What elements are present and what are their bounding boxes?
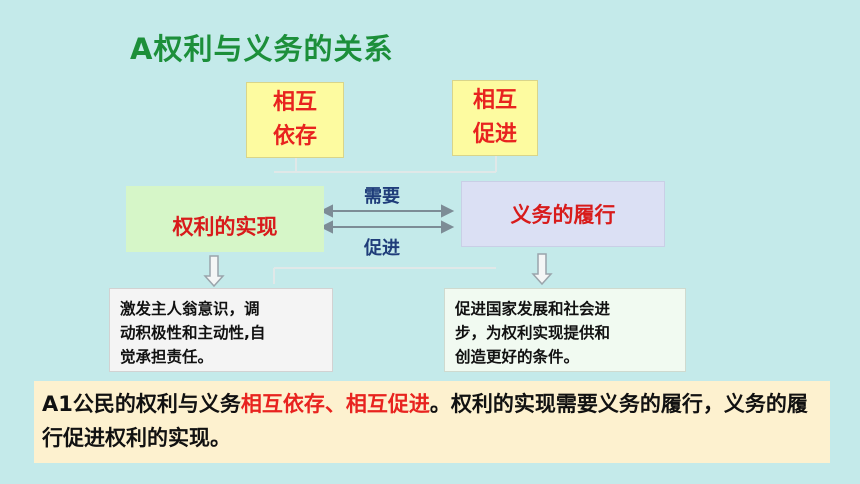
mutual-promotion-box: 相互 促进 — [452, 80, 538, 156]
conclusion-text: A1公民的权利与义务相互依存、相互促进。权利的实现需要义务的履行，义务的履行促进… — [34, 381, 830, 463]
arrow-promote-right-head — [441, 220, 455, 234]
mutual-dependence-box: 相互 依存 — [246, 82, 344, 158]
conclusion-prefix: A1公民的权利与义务 — [42, 392, 241, 416]
rights-description-line: 动积极性和主动性,自 — [120, 324, 266, 342]
arrow-need-right-head — [441, 204, 455, 218]
down-arrow-left-icon — [203, 255, 225, 288]
mutual-promotion-line1: 相互 — [472, 88, 517, 113]
duties-fulfillment-box: 义务的履行 — [461, 181, 665, 247]
arrow-label-promote: 促进 — [364, 238, 400, 259]
arrow-label-need: 需要 — [364, 186, 400, 207]
duties-description-line: 促进国家发展和社会进 — [455, 300, 611, 318]
rights-description-line: 激发主人翁意识，调 — [120, 300, 260, 318]
mutual-dependence-line1: 相互 — [272, 90, 317, 115]
rights-realization-box: 权利的实现 — [126, 186, 324, 252]
duties-description-line: 步，为权利实现提供和 — [455, 324, 611, 342]
duties-description: 促进国家发展和社会进 步，为权利实现提供和 创造更好的条件。 — [444, 288, 686, 372]
rights-description: 激发主人翁意识，调 动积极性和主动性,自 觉承担责任。 — [109, 288, 333, 372]
mutual-promotion-line2: 促进 — [472, 122, 517, 147]
duties-description-line: 创造更好的条件。 — [455, 348, 580, 366]
down-arrow-right-icon — [531, 253, 553, 286]
conclusion-highlight: 相互依存、相互促进 — [240, 392, 430, 416]
mutual-dependence-line2: 依存 — [272, 124, 317, 149]
conclusion-suffix: 。权利的实现需要义务的履行，义务的履行促进权利的实现。 — [42, 392, 808, 450]
rights-description-line: 觉承担责任。 — [120, 348, 214, 366]
page-title: A权利与义务的关系 — [130, 32, 394, 66]
